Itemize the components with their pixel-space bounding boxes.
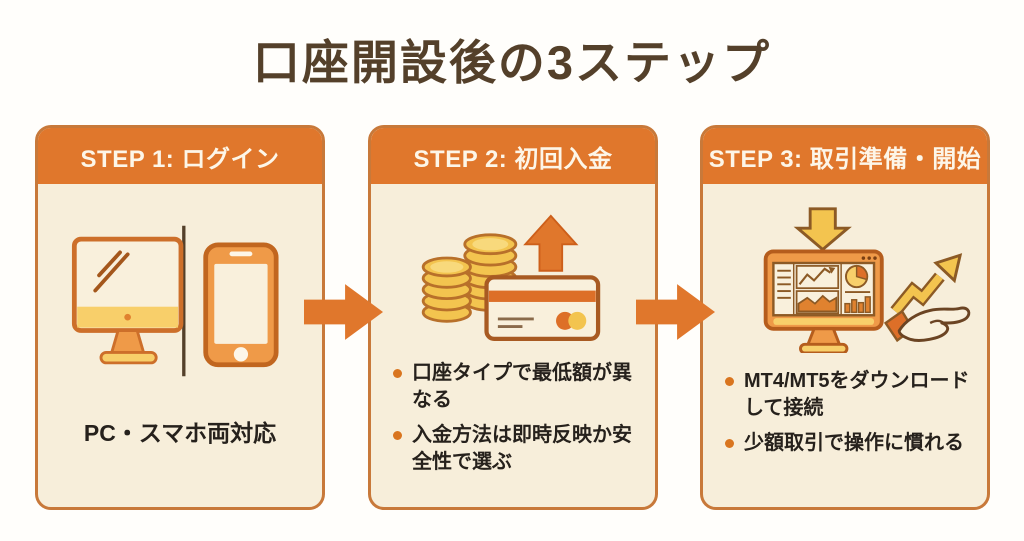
- step-2-header: STEP 2: 初回入金: [371, 128, 655, 184]
- step-3-header-label: STEP 3: 取引準備・開始: [708, 145, 982, 173]
- step-2-bullet-list: 口座タイプで最低額が異なる 入金方法は即時反映か安全性で選ぶ: [371, 360, 655, 484]
- bullet-text: MT4/MT5をダウンロードして接続: [744, 370, 970, 419]
- step-card-2: STEP 2: 初回入金: [368, 125, 658, 510]
- bullet-item: 入金方法は即時反映か安全性で選ぶ: [393, 422, 639, 476]
- bullet-item: 少額取引で操作に慣れる: [725, 430, 971, 457]
- bullet-text: 口座タイプで最低額が異なる: [412, 362, 632, 411]
- step-1-header-label: STEP 1: ログイン: [80, 145, 280, 173]
- bullet-dot-icon: [393, 431, 402, 440]
- bullet-text: 少額取引で操作に慣れる: [744, 432, 964, 454]
- step-3-bullet-list: MT4/MT5をダウンロードして接続 少額取引で操作に慣れる: [703, 368, 987, 465]
- bullet-dot-icon: [725, 439, 734, 448]
- step-card-1: STEP 1: ログイン: [35, 125, 325, 510]
- bullet-dot-icon: [725, 377, 734, 386]
- bullet-item: MT4/MT5をダウンロードして接続: [725, 368, 971, 422]
- step-1-caption: PC・スマホ両対応: [83, 420, 277, 446]
- step-2-header-label: STEP 2: 初回入金: [413, 145, 613, 173]
- coins-credit-card-deposit-icon: [409, 204, 617, 346]
- step-3-body: MT4/MT5をダウンロードして接続 少額取引で操作に慣れる: [703, 184, 987, 507]
- bullet-item: 口座タイプで最低額が異なる: [393, 360, 639, 414]
- step-1-body: PC・スマホ両対応: [38, 184, 322, 507]
- step-1-header: STEP 1: ログイン: [38, 128, 322, 184]
- trading-platform-growth-icon: [719, 202, 971, 354]
- step-card-3: STEP 3: 取引準備・開始: [700, 125, 990, 510]
- step-2-body: 口座タイプで最低額が異なる 入金方法は即時反映か安全性で選ぶ: [371, 184, 655, 507]
- bullet-text: 入金方法は即時反映か安全性で選ぶ: [412, 424, 632, 473]
- step-3-header: STEP 3: 取引準備・開始: [703, 128, 987, 184]
- page-title: 口座開設後の3ステップ: [252, 36, 772, 89]
- bullet-dot-icon: [393, 369, 402, 378]
- pc-smartphone-icon: [61, 218, 299, 384]
